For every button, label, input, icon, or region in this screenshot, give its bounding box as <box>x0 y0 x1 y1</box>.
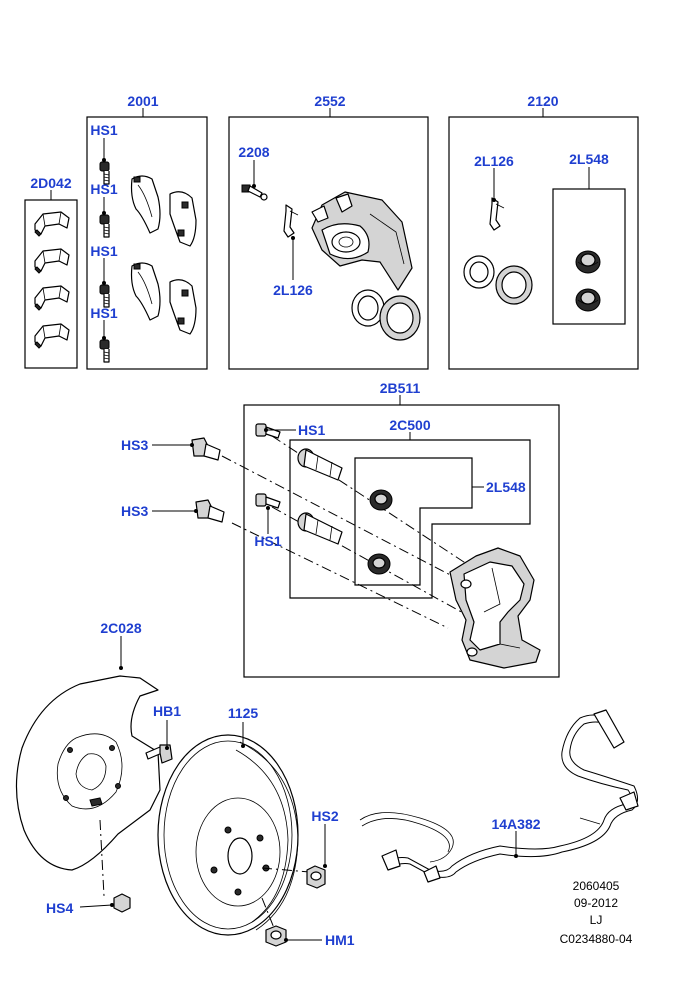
hm1-screw <box>265 925 287 947</box>
guide-bush-lower-2 <box>367 553 391 575</box>
callout-hs1: HS1 <box>90 181 117 197</box>
callout-hs1: HS1 <box>90 122 117 138</box>
callout-2l126-kit: 2L126 <box>474 153 514 169</box>
reference-drawing-code: C0234880-04 <box>560 932 633 946</box>
callout-hs3: HS3 <box>121 503 148 519</box>
screw-icon <box>99 339 110 363</box>
screw-icon <box>99 214 110 238</box>
callout-hs3: HS3 <box>121 437 148 453</box>
callout-hs1: HS1 <box>90 243 117 259</box>
brake-disc-icon <box>157 734 299 936</box>
callout-2l126: 2L126 <box>273 282 313 298</box>
hs1-bolt-upper <box>255 423 281 439</box>
pad-clip-icon <box>34 285 70 311</box>
hs3-bolt-lower <box>195 499 225 523</box>
group-box-2l548-lower <box>354 457 473 586</box>
callout-hb1: HB1 <box>153 703 181 719</box>
brake-pad-icon <box>169 279 197 335</box>
brake-pad-icon <box>130 175 161 234</box>
callout-2b511: 2B511 <box>380 380 421 396</box>
drawing-reference: 2060405 09-2012 LJ C0234880-04 <box>560 879 633 946</box>
piston-seal-rings <box>351 289 421 341</box>
brake-pad-icon <box>130 262 161 321</box>
guide-pin-upper <box>297 448 343 481</box>
callout-2001: 2001 <box>127 93 158 109</box>
callout-1125: 1125 <box>228 705 259 721</box>
callout-14a382: 14A382 <box>491 816 540 832</box>
screw-icon <box>99 161 110 185</box>
group-box-2552 <box>228 116 429 370</box>
reference-number: 2060405 <box>573 879 620 893</box>
hs3-bolt-upper <box>191 437 221 461</box>
callout-2c500: 2C500 <box>389 417 430 433</box>
pad-clip-icon <box>34 248 70 274</box>
guide-pin-lower <box>297 512 343 545</box>
caliper-icon <box>311 191 413 291</box>
pad-clip-icon <box>34 323 70 349</box>
reference-date: 09-2012 <box>574 896 618 910</box>
dust-shield-icon <box>15 675 161 871</box>
callout-hs1: HS1 <box>298 422 325 438</box>
callout-2552: 2552 <box>314 93 345 109</box>
callout-2l548: 2L548 <box>569 151 609 167</box>
callout-hs1: HS1 <box>90 305 117 321</box>
reference-initials: LJ <box>590 913 603 927</box>
callout-2l548-lower: 2L548 <box>486 479 526 495</box>
callout-2d042: 2D042 <box>30 175 71 191</box>
callout-2c028: 2C028 <box>100 620 141 636</box>
hs4-screw <box>113 893 131 913</box>
seal-rings-kit <box>463 255 533 305</box>
hs1-bolt-lower <box>255 493 281 509</box>
group-box-2b511 <box>243 404 560 678</box>
bleed-screw-2208 <box>241 184 268 201</box>
callout-hs4: HS4 <box>46 900 73 916</box>
screw-icon <box>99 284 110 308</box>
callout-2120: 2120 <box>527 93 558 109</box>
callout-hs2: HS2 <box>311 808 338 824</box>
group-box-2001 <box>86 116 208 370</box>
retaining-clip-2l126-kit <box>489 197 505 231</box>
hb1-bolt <box>145 744 173 764</box>
pad-screws <box>99 161 110 363</box>
callout-hs1: HS1 <box>254 533 281 549</box>
pad-clip-icon <box>34 211 70 237</box>
group-box-2c500 <box>289 439 531 599</box>
guide-bush-lower-1 <box>369 489 393 511</box>
callout-hm1: HM1 <box>325 932 355 948</box>
wear-sensor-harness <box>359 709 639 883</box>
brake-pad-icon <box>169 191 197 247</box>
caliper-carrier-icon <box>449 547 541 669</box>
brake-pads <box>130 175 197 335</box>
pad-clip-group <box>34 211 70 349</box>
hs2-nut <box>306 865 326 889</box>
guide-bushes-upper <box>575 250 601 312</box>
callout-labels: 2001 2552 2120 2D042 HS1 HS1 HS1 HS1 220… <box>30 93 609 948</box>
retaining-clip-2l126 <box>283 204 299 238</box>
callout-2208: 2208 <box>238 144 269 160</box>
